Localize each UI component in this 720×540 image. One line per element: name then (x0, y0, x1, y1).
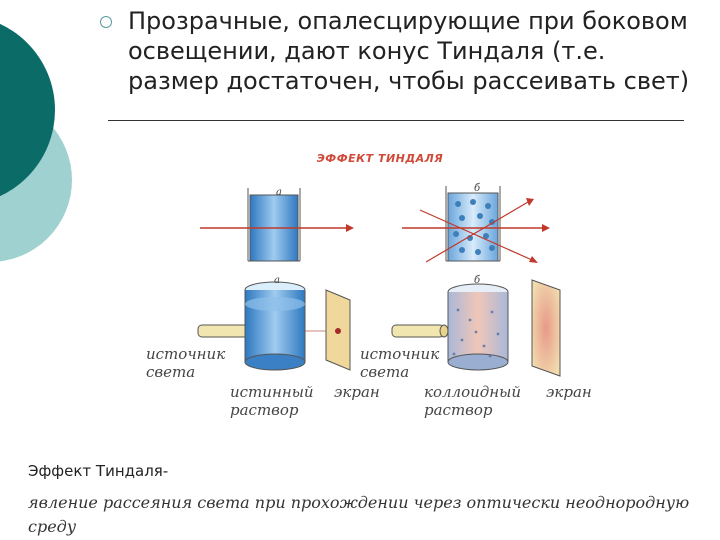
right-screen (531, 279, 561, 377)
marker-b-top: б (474, 183, 481, 194)
decorative-circles (0, 23, 72, 262)
left-solution-label: истинный раствор (230, 383, 314, 419)
marker-a-bottom: а (274, 275, 280, 286)
marker-b-bottom: б (474, 275, 481, 286)
top-left-beam (200, 224, 354, 232)
left-source-label: источник света (146, 345, 226, 381)
tyndall-figure: ЭФФЕКТ ТИНДАЛЯ (140, 150, 620, 440)
top-left-beaker (247, 188, 301, 262)
right-light-source (391, 324, 449, 338)
left-screen (325, 289, 351, 371)
left-bottom-beaker (244, 281, 306, 371)
caption-body: явление рассеяния света при прохождении … (28, 493, 690, 536)
caption-heading: Эффект Тиндаля- (28, 462, 169, 480)
marker-a-top: а (276, 187, 282, 198)
left-screen-label: экран (334, 383, 380, 401)
right-bottom-beaker (447, 283, 509, 371)
divider-line (108, 120, 684, 121)
deco-dark-circle (0, 23, 55, 197)
figure-illustration (197, 186, 561, 377)
bullet-text: Прозрачные, опалесцирующие при боковом о… (128, 7, 690, 95)
figure-title: ЭФФЕКТ ТИНДАЛЯ (316, 152, 444, 165)
right-source-label: источник света (360, 345, 440, 381)
right-solution-label: коллоидный раствор (424, 383, 522, 419)
bullet-circle-icon (100, 16, 112, 28)
top-right-scattered-beams (402, 198, 550, 263)
top-right-beaker (445, 186, 501, 262)
right-screen-label: экран (546, 383, 592, 401)
